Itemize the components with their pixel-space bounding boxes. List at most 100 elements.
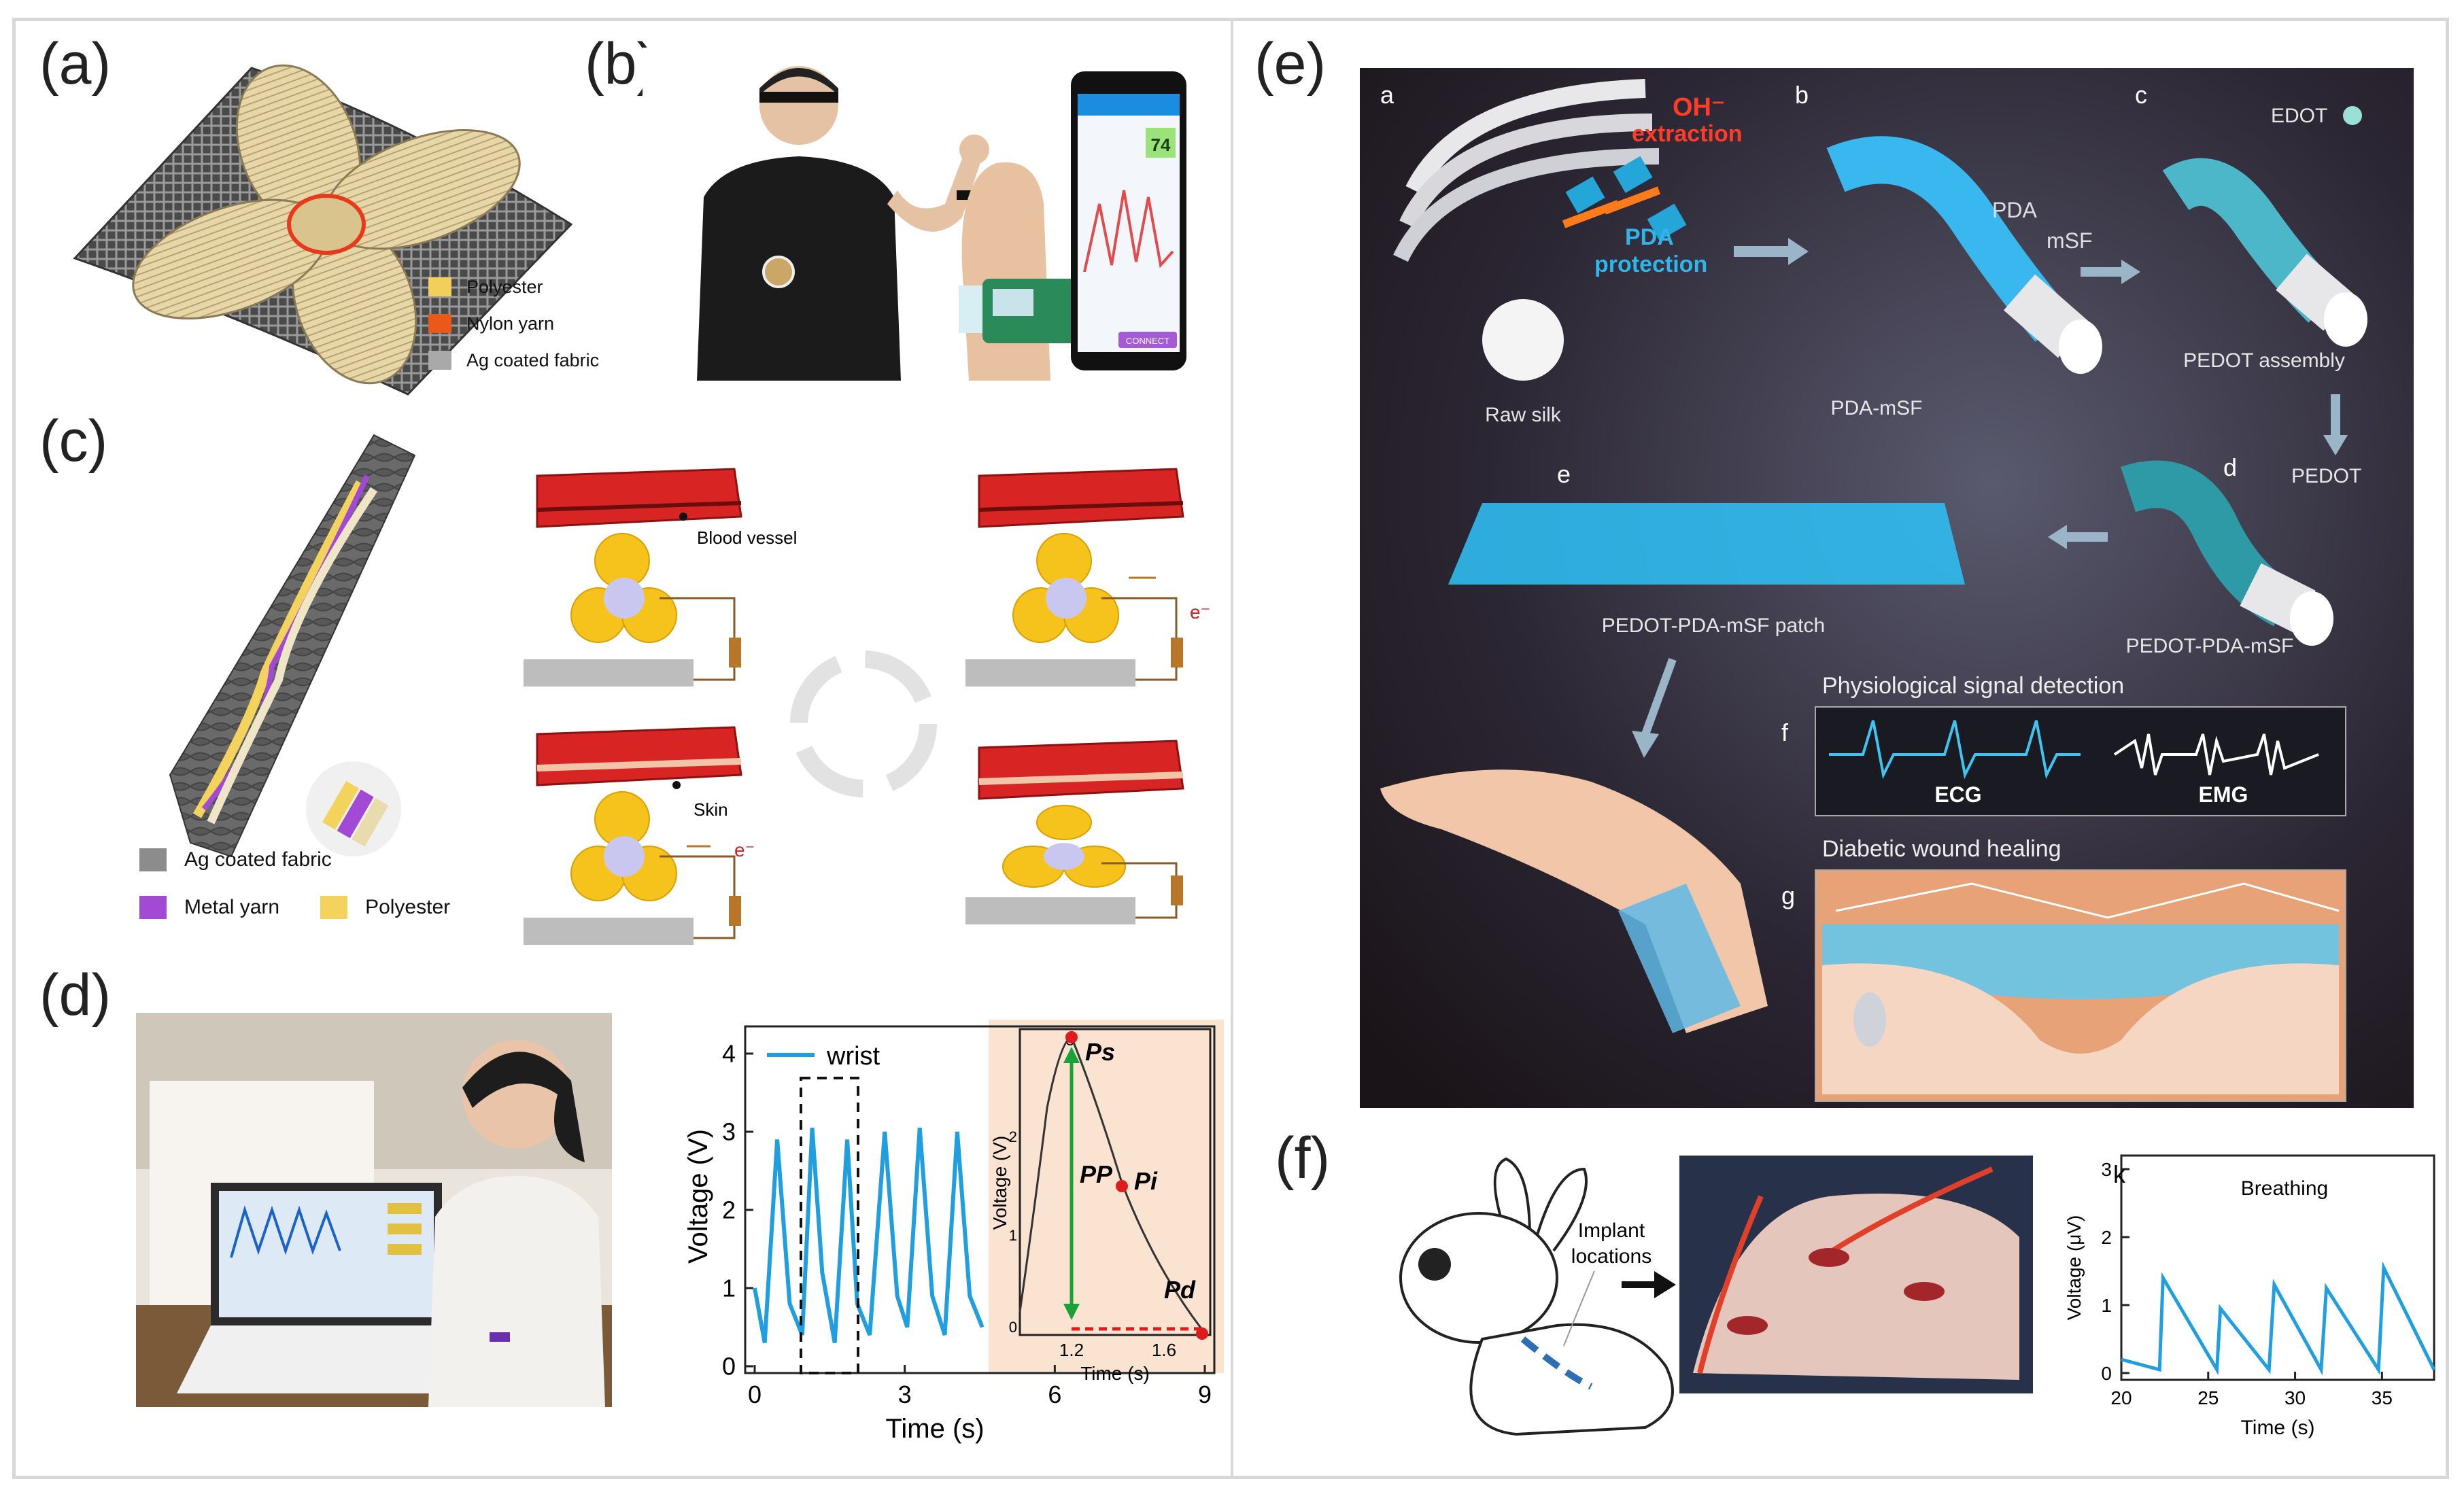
legend-label: Nylon yarn <box>466 313 555 334</box>
label-ps: Ps <box>1085 1038 1115 1066</box>
x-tick-label: 20 <box>2110 1387 2132 1408</box>
point-ps <box>1065 1031 1078 1043</box>
legend-swatch <box>428 277 451 296</box>
inset-xtick-0: 1.2 <box>1059 1340 1084 1360</box>
panel-d-photo <box>136 1013 612 1407</box>
legend-label: Ag coated fabric <box>184 848 332 871</box>
label-pedot-assembly: PEDOT assembly <box>2183 349 2345 372</box>
schematic-contact-2: e⁻ <box>965 468 1210 687</box>
inset-x-label: Time (s) <box>1080 1363 1150 1384</box>
wrist-series-line <box>753 1128 985 1344</box>
inset-ytick-1: 1 <box>1009 1227 1017 1244</box>
inset-ytick-0: 0 <box>1009 1319 1017 1336</box>
raw-silk-ball <box>1482 299 1564 381</box>
rabbit-head <box>1399 1212 1558 1344</box>
label-pd: Pd <box>1164 1276 1196 1304</box>
label-locations: locations <box>1571 1245 1652 1268</box>
schematic-contact-3: Skin e⁻ <box>524 726 755 945</box>
x-tick-label: 9 <box>1198 1381 1212 1408</box>
signal-box <box>1815 706 2346 816</box>
phone-button: CONNECT <box>1126 336 1169 346</box>
chart-frame <box>744 1025 1216 1374</box>
panel-label-c: (c) <box>39 409 108 474</box>
implant-marks <box>1520 1336 1593 1390</box>
electron-label-top: e⁻ <box>1190 602 1210 623</box>
y-tick-label: 2 <box>722 1196 736 1224</box>
legend-label: Polyester <box>466 276 543 297</box>
legend-swatch <box>139 896 167 919</box>
x-tick-label: 0 <box>748 1381 762 1408</box>
y-tick-label: 0 <box>2101 1363 2112 1384</box>
sub-label-k: k <box>2113 1160 2126 1188</box>
panel-label-a: (a) <box>39 31 112 97</box>
x-tick-label: 35 <box>2372 1387 2393 1408</box>
chart-title: Breathing <box>2241 1177 2328 1200</box>
phone-waveform <box>1083 190 1174 273</box>
sub-label-d: d <box>2223 453 2237 481</box>
panel-f-surgery-photo <box>1679 1156 2033 1393</box>
point-pd <box>1196 1328 1208 1340</box>
x-axis-label: Time (s) <box>885 1414 984 1444</box>
rabbit-eye <box>1418 1248 1451 1281</box>
label-skin: Skin <box>694 799 728 820</box>
label-edot: EDOT <box>2271 105 2327 127</box>
breathing-series-line <box>2121 1261 2436 1376</box>
legend-row-2: Metal yarn Polyester <box>139 880 520 935</box>
panel-c-yarn <box>169 434 416 858</box>
x-tick-label: 6 <box>1048 1381 1061 1408</box>
electron-label-bottom: e⁻ <box>734 839 755 861</box>
figure-divider <box>1231 18 1233 1479</box>
label-ecg: ECG <box>1934 782 1981 807</box>
legend-swatch <box>428 314 451 333</box>
label-blood-vessel: Blood vessel <box>697 527 797 548</box>
panel-c-mechanism: Blood vessel e⁻ Skin e⁻ <box>524 468 1210 945</box>
schematic-contact-1: Blood vessel <box>524 468 797 687</box>
x-axis-label: Time (s) <box>2241 1417 2315 1439</box>
label-pp: PP <box>1080 1160 1113 1188</box>
pedot-patch <box>1448 503 1965 585</box>
label-extraction: extraction <box>1632 121 1743 147</box>
sub-label-e: e <box>1557 460 1571 488</box>
label-pi: Pi <box>1134 1167 1158 1195</box>
panel-a-legend: Polyester Nylon yarn Ag coated fabric <box>428 268 599 379</box>
label-raw-silk: Raw silk <box>1485 404 1562 426</box>
label-emg: EMG <box>2199 782 2248 807</box>
panel-b-photo: 74 CONNECT <box>643 48 1200 381</box>
panel-label-d: (d) <box>39 962 112 1028</box>
label-pda: PDA <box>1625 224 1674 250</box>
label-pedot-pda-msf: PEDOT-PDA-mSF <box>2126 635 2294 657</box>
legend-item-ag-fabric: Ag coated fabric <box>139 839 520 880</box>
sub-label-f: f <box>1781 718 1789 746</box>
inset-curve <box>1019 1036 1208 1336</box>
y-tick-label: 4 <box>722 1040 736 1068</box>
panel-a-illustration <box>73 64 573 396</box>
x-tick-label: 30 <box>2285 1387 2306 1408</box>
label-physio: Physiological signal detection <box>1822 673 2124 699</box>
legend-swatch <box>320 896 348 919</box>
label-patch: PEDOT-PDA-mSF patch <box>1602 614 1825 637</box>
legend-swatch <box>139 848 167 871</box>
y-tick-label: 2 <box>2101 1227 2112 1248</box>
flower-pattern <box>132 64 521 385</box>
y-axis-label: Voltage (V) <box>683 1129 713 1264</box>
legend-item-nylon: Nylon yarn <box>428 305 599 342</box>
y-tick-label: 1 <box>722 1274 736 1302</box>
panel-f-rabbit: Implant locations <box>1399 1157 1674 1436</box>
y-tick-label: 1 <box>2101 1295 2112 1316</box>
schematic-contact-4 <box>965 740 1184 924</box>
black-shirt <box>697 156 901 381</box>
legend-label: Metal yarn <box>184 896 280 918</box>
label-wound: Diabetic wound healing <box>1822 836 2061 862</box>
x-tick-label: 3 <box>898 1381 912 1408</box>
phone-value: 74 <box>1151 135 1171 155</box>
x-tick-label: 25 <box>2197 1387 2219 1408</box>
emg-trace <box>2113 733 2319 776</box>
label-protection: protection <box>1594 251 1707 277</box>
sub-label-a: a <box>1380 81 1394 109</box>
panel-label-e: (e) <box>1254 31 1327 97</box>
label-pedot: PEDOT <box>2291 465 2361 487</box>
legend-label: Ag coated fabric <box>466 349 600 370</box>
sub-label-b: b <box>1795 81 1809 109</box>
y-tick-label: 3 <box>722 1118 736 1146</box>
